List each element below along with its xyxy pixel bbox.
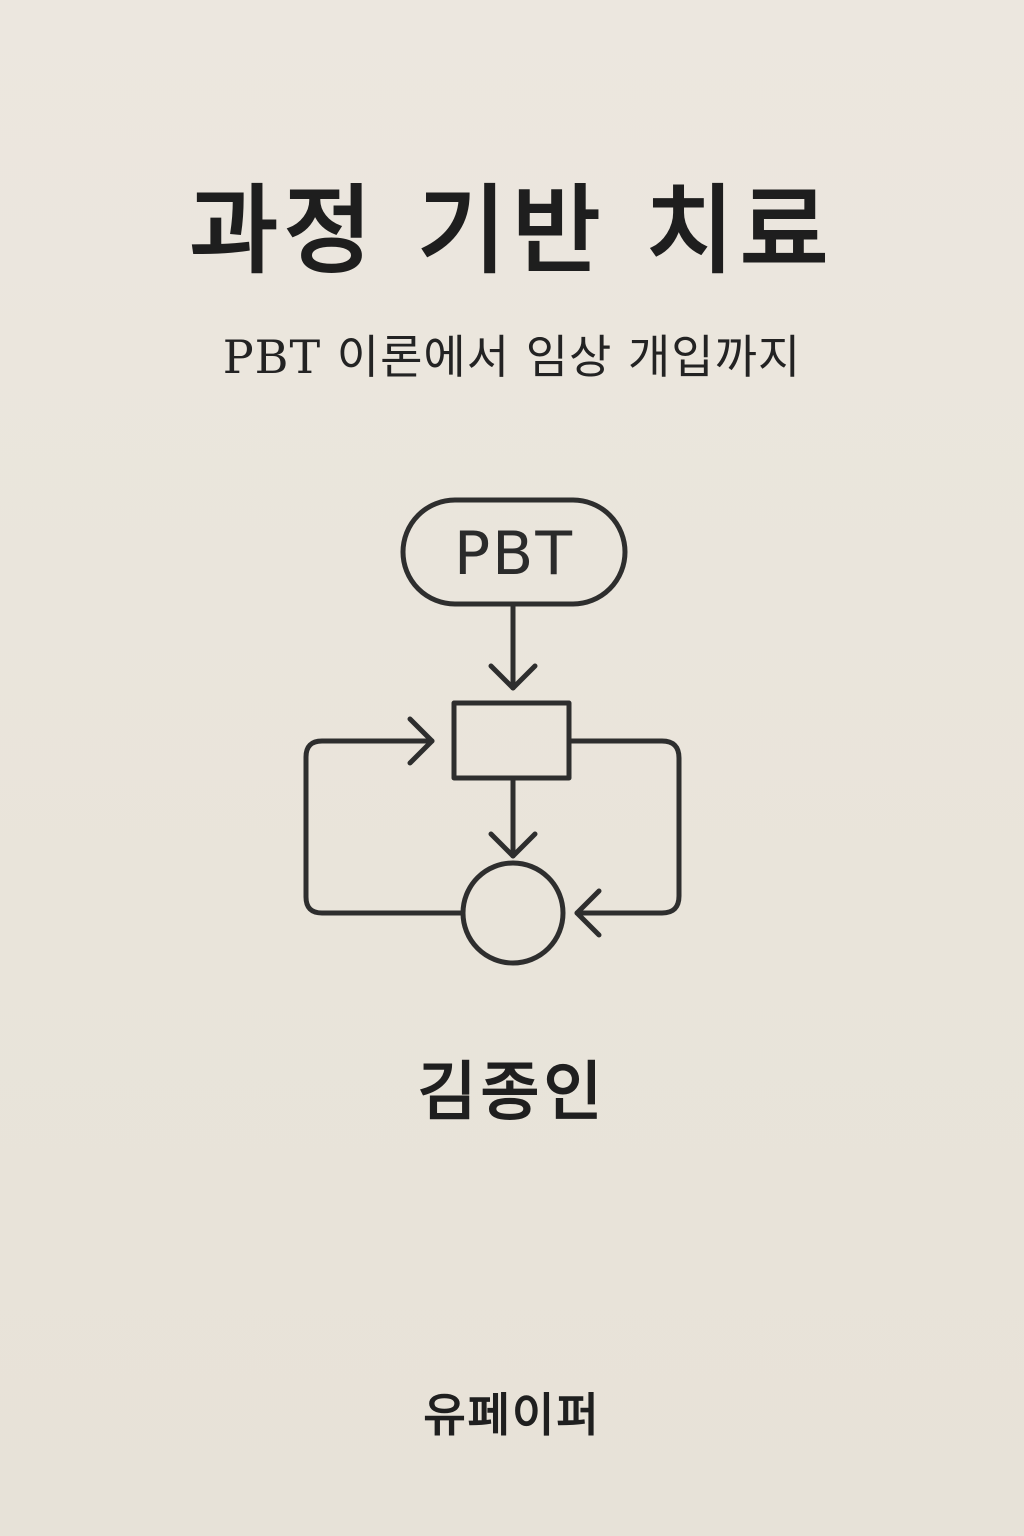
diagram-arrowhead-circle-top — [488, 831, 538, 859]
diagram-arrowhead-box-left — [407, 716, 435, 766]
diagram-bottom-circle — [460, 860, 566, 966]
book-publisher: 유페이퍼 — [423, 1388, 601, 1442]
book-subtitle: PBT 이론에서 임상 개입까지 — [222, 330, 802, 384]
diagram-right-loop — [566, 738, 682, 916]
diagram-top-node-label: PBT — [454, 519, 574, 589]
book-author: 김종인 — [417, 1055, 607, 1130]
diagram-arrowhead-circle-right — [574, 888, 602, 938]
diagram-middle-box — [451, 700, 572, 781]
book-title: 과정 기반 치료 — [189, 174, 835, 287]
diagram-left-loop — [303, 738, 466, 916]
diagram-arrowhead-box-top — [488, 663, 538, 691]
